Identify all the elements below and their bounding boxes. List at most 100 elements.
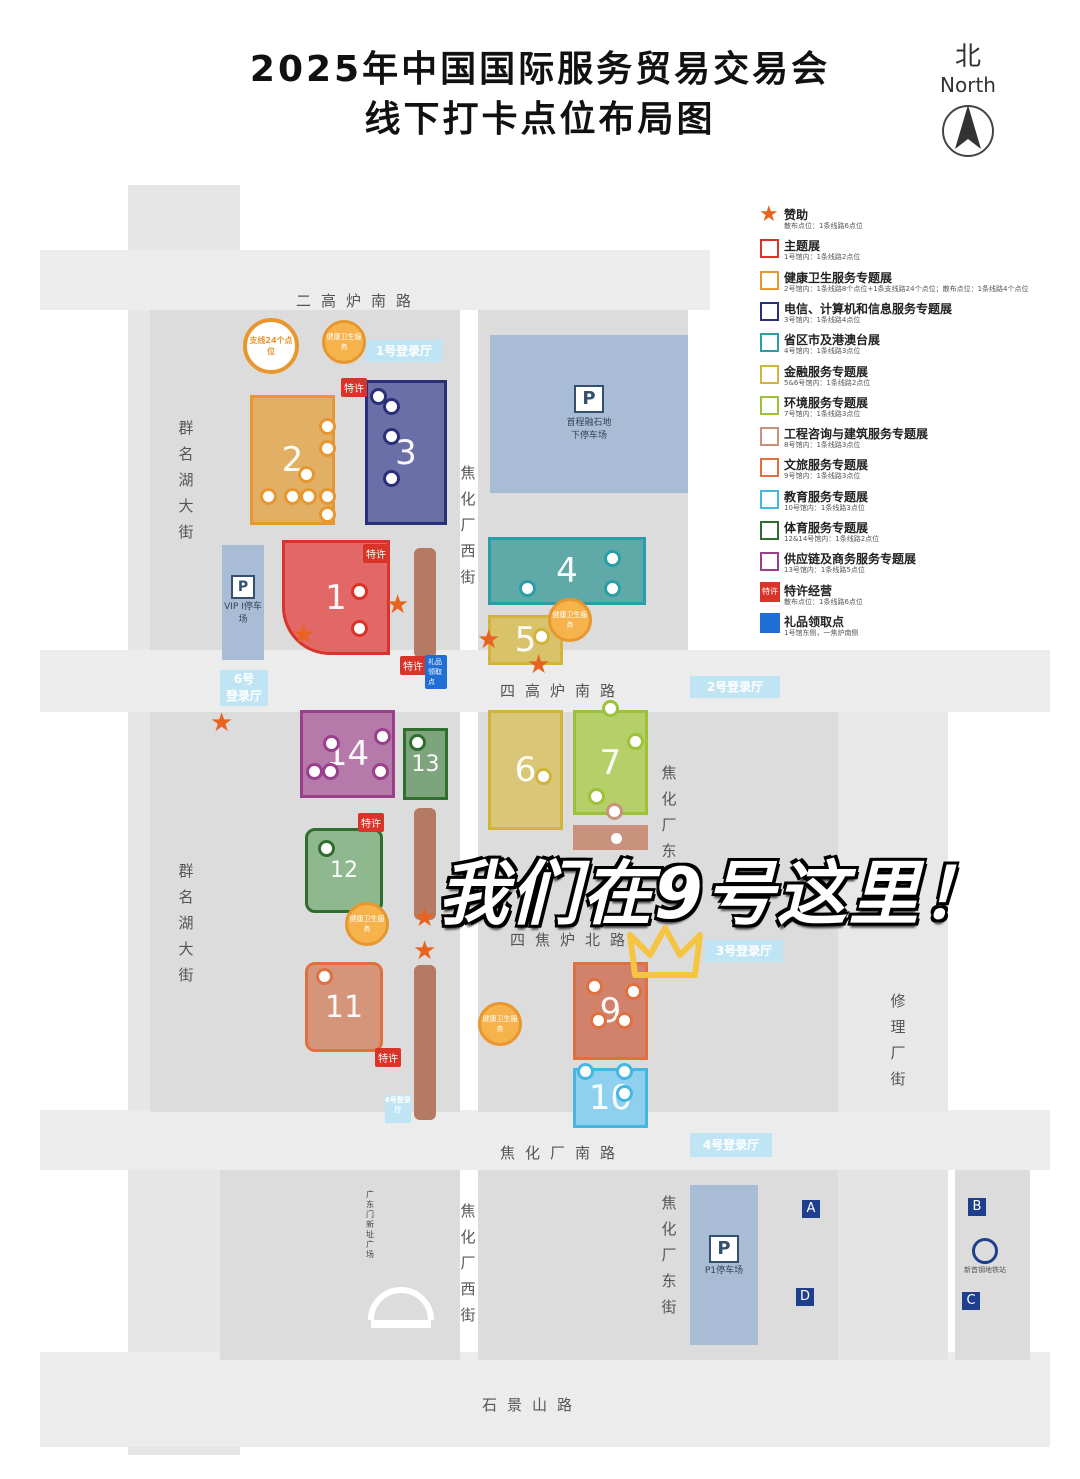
checkin-pin[interactable] [284, 488, 301, 505]
checkin-pin[interactable] [383, 428, 400, 445]
checkin-pin[interactable] [627, 733, 644, 750]
checkin-pin[interactable] [604, 550, 621, 567]
hall-5[interactable]: 5 [488, 615, 563, 665]
sponsor-star-icon[interactable]: ★ [413, 936, 437, 966]
south-road [40, 1110, 1050, 1170]
legend-color-box [760, 489, 779, 509]
checkin-pin[interactable] [319, 440, 336, 457]
gate-4[interactable]: 4号登录厅 [690, 1133, 772, 1157]
checkin-pin[interactable] [577, 1063, 594, 1080]
checkin-pin[interactable] [316, 968, 333, 985]
hall-11-label: 11 [324, 989, 364, 1025]
checkin-pin[interactable] [535, 768, 552, 785]
gate-6[interactable]: 6号 登录厅 [220, 670, 268, 706]
checkin-pin[interactable] [298, 466, 315, 483]
checkin-pin[interactable] [260, 488, 277, 505]
checkin-pin[interactable] [586, 978, 603, 995]
block-se2 [838, 1170, 948, 1360]
legend-title: 工程咨询与建筑服务专题展 [784, 427, 929, 442]
square-label: 广东门新址广场 [366, 1190, 374, 1259]
tx-badge: 特许 [358, 813, 384, 832]
branch-24-marker[interactable]: 支线24个点位 [243, 318, 299, 374]
gate-2[interactable]: 2号登录厅 [690, 676, 780, 698]
hall-7[interactable]: 7 [573, 710, 648, 815]
checkin-pin[interactable] [590, 1012, 607, 1029]
checkin-pin[interactable] [351, 620, 368, 637]
checkin-pin[interactable] [588, 788, 605, 805]
checkin-pin[interactable] [519, 580, 536, 597]
road-north-label: 二高炉南路 [296, 292, 422, 310]
checkin-pin[interactable] [383, 470, 400, 487]
hall-4[interactable]: 4 [488, 537, 646, 605]
health-pin[interactable]: 健康卫生服务 [345, 902, 389, 946]
checkin-pin[interactable] [323, 735, 340, 752]
legend-subtitle: 3号馆内：1条线路4点位 [784, 315, 861, 324]
checkin-pin[interactable] [604, 580, 621, 597]
hall-13[interactable]: 14 [300, 710, 395, 798]
checkin-pin[interactable] [616, 1012, 633, 1029]
health-pin[interactable]: 健康卫生服务 [322, 320, 366, 364]
checkin-pin[interactable] [602, 700, 619, 717]
hall-9[interactable]: 9 [573, 962, 648, 1060]
sponsor-star-icon[interactable]: ★ [292, 620, 316, 650]
checkin-pin[interactable] [318, 840, 335, 857]
checkin-pin[interactable] [319, 418, 336, 435]
sponsor-star-icon[interactable]: ★ [527, 650, 551, 680]
checkin-pin[interactable] [383, 398, 400, 415]
legend-subtitle: 13号馆内：1条线路5点位 [784, 566, 865, 575]
checkin-pin[interactable] [374, 728, 391, 745]
health-pin[interactable]: 健康卫生服务 [548, 598, 592, 642]
gate-1[interactable]: 1号登录厅 [365, 340, 443, 362]
overlay-caption: 我们在9号这里！ [438, 853, 993, 935]
gift-badge: 礼品领取点 [425, 655, 447, 689]
legend-title: 赞助 [784, 208, 809, 222]
gate-3[interactable]: 3号登录厅 [705, 940, 783, 962]
checkin-pin[interactable] [319, 506, 336, 523]
checkin-pin[interactable] [616, 1085, 633, 1102]
sponsor-star-icon[interactable]: ★ [386, 590, 410, 620]
legend-title: 金融服务专题展 [784, 364, 869, 379]
checkin-pin[interactable] [372, 763, 389, 780]
checkin-pin[interactable] [306, 763, 323, 780]
legend-subtitle: 1号馆内：1条线路2点位 [784, 253, 861, 262]
parking-icon: P [574, 385, 604, 413]
legend-item: 特许特许经营散布点位：1条线路6点位 [760, 581, 1060, 612]
hall-6-label: 6 [514, 750, 537, 790]
checkin-pin[interactable] [608, 830, 625, 847]
legend-color-box [760, 301, 779, 321]
map-subtitle: 线下打卡点位布局图 [364, 99, 716, 140]
parking-shougang-label: 首程融石地下停车场 [566, 418, 612, 441]
sponsor-star-icon[interactable]: ★ [210, 708, 234, 738]
gate-6-small[interactable]: 6号登录厅 [385, 1095, 411, 1123]
legend-title: 健康卫生服务专题展 [784, 270, 893, 285]
checkin-pin[interactable] [533, 628, 550, 645]
checkin-pin[interactable] [625, 983, 642, 1000]
checkin-pin[interactable] [409, 734, 426, 751]
legend-subtitle: 12&14号馆内：1条线路2点位 [784, 535, 880, 543]
sponsor-star-icon[interactable]: ★ [477, 625, 501, 655]
legend-subtitle: 2号馆内：1条线路8个点位+1条支线路24个点位；散布点位：1条线路4个点位 [784, 284, 1029, 293]
parking-shougang: P 首程融石地下停车场 [490, 335, 688, 493]
hall-12[interactable]: 12 [305, 828, 383, 913]
legend-title: 环境服务专题展 [784, 395, 869, 410]
exit-c: C [962, 1292, 980, 1310]
checkin-pin[interactable] [606, 803, 623, 820]
metro-label: 新首钢地铁站 [964, 1266, 1006, 1274]
compass-cn: 北 [954, 42, 981, 72]
hall-6[interactable]: 6 [488, 710, 563, 830]
checkin-pin[interactable] [370, 388, 387, 405]
checkin-pin[interactable] [616, 1063, 633, 1080]
checkin-pin[interactable] [319, 488, 336, 505]
hall-5-label: 5 [514, 620, 537, 660]
hall-2[interactable]: 2 [250, 395, 335, 525]
checkin-pin[interactable] [300, 488, 317, 505]
checkin-pin[interactable] [322, 763, 339, 780]
checkin-pin[interactable] [351, 583, 368, 600]
health-pin[interactable]: 健康卫生服务 [478, 1002, 522, 1046]
hall-4-label: 4 [556, 551, 578, 591]
sponsor-star-icon[interactable]: ★ [413, 903, 437, 933]
